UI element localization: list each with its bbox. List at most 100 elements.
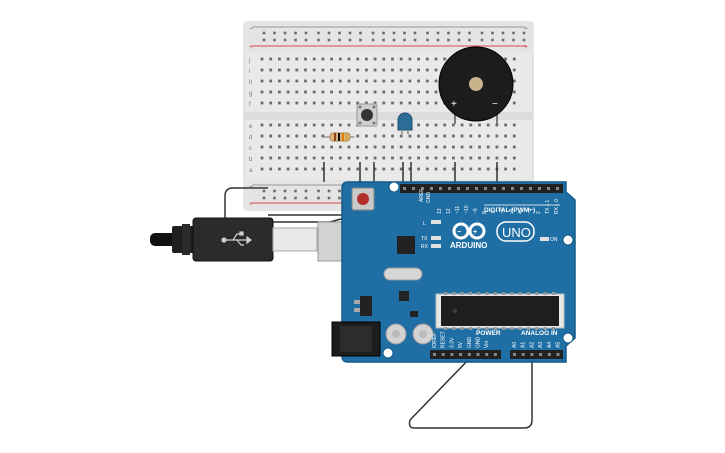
- breadboard-hole: [417, 79, 420, 83]
- breadboard-hole: [312, 134, 316, 138]
- header-pin[interactable]: [412, 187, 415, 190]
- header-pin[interactable]: [485, 353, 489, 356]
- header-pin[interactable]: [547, 187, 550, 190]
- breadboard-hole: [408, 156, 412, 160]
- breadboard-hole: [373, 134, 377, 138]
- breadboard-hole: [312, 123, 316, 127]
- breadboard-hole: [399, 79, 403, 83]
- breadboard-hole: [434, 134, 438, 138]
- power-header[interactable]: [430, 350, 501, 359]
- small-chip: [399, 291, 409, 301]
- pin-label: A4: [547, 342, 553, 348]
- breadboard-hole: [391, 167, 394, 171]
- row-letter: g: [249, 91, 252, 97]
- header-pin[interactable]: [476, 353, 480, 356]
- header-pin[interactable]: [433, 353, 436, 356]
- breadboard-hole: [434, 101, 438, 105]
- breadboard-hole: [460, 167, 464, 171]
- breadboard-hole: [382, 123, 386, 127]
- header-pin[interactable]: [459, 353, 463, 356]
- header-pin[interactable]: [421, 187, 424, 190]
- breadboard-hole: [382, 167, 386, 171]
- header-pin[interactable]: [450, 353, 454, 356]
- piezo-buzzer[interactable]: + −: [438, 46, 514, 124]
- breadboard-hole: [321, 90, 325, 94]
- header-pin[interactable]: [547, 353, 551, 356]
- rail-hole: [317, 38, 320, 42]
- header-pin[interactable]: [467, 353, 471, 356]
- header-pin[interactable]: [430, 187, 433, 190]
- header-pin[interactable]: [538, 187, 541, 190]
- header-pin[interactable]: [466, 187, 469, 190]
- breadboard-hole: [338, 101, 342, 105]
- header-pin[interactable]: [484, 187, 487, 190]
- tx-label: TX: [421, 236, 428, 242]
- breadboard-hole: [382, 134, 386, 138]
- header-pin[interactable]: [493, 187, 496, 190]
- breadboard-hole: [356, 156, 360, 160]
- breadboard-hole: [330, 167, 333, 171]
- rail-hole: [294, 189, 297, 193]
- header-pin[interactable]: [457, 187, 460, 190]
- pushbutton[interactable]: [356, 103, 378, 127]
- header-pin[interactable]: [529, 187, 532, 190]
- breadboard-hole: [304, 145, 307, 149]
- breadboard-hole: [434, 123, 438, 127]
- breadboard-hole: [504, 57, 507, 61]
- row-letter: c: [249, 146, 252, 152]
- header-pin[interactable]: [493, 353, 497, 356]
- pin-label: 7: [491, 211, 497, 214]
- breadboard-hole: [391, 123, 394, 127]
- rail-hole: [512, 38, 515, 42]
- header-pin[interactable]: [521, 353, 525, 356]
- breadboard-hole: [338, 167, 342, 171]
- header-pin[interactable]: [475, 187, 478, 190]
- header-pin[interactable]: [530, 353, 534, 356]
- header-pin[interactable]: [539, 353, 543, 356]
- pin-label: 2: [536, 211, 542, 214]
- breadboard-hole: [338, 57, 342, 61]
- usb-cable[interactable]: [150, 217, 347, 262]
- header-pin[interactable]: [513, 353, 516, 356]
- breadboard-hole: [382, 68, 386, 72]
- header-pin[interactable]: [556, 353, 560, 356]
- reset-button[interactable]: [351, 187, 375, 211]
- breadboard-hole: [417, 57, 420, 61]
- breadboard-hole: [260, 123, 264, 127]
- breadboard-hole: [452, 156, 455, 160]
- breadboard-hole: [321, 123, 325, 127]
- breadboard-hole: [278, 90, 281, 94]
- breadboard-hole: [321, 156, 325, 160]
- breadboard-hole: [434, 145, 438, 149]
- analog-header[interactable]: [510, 350, 563, 359]
- header-pin[interactable]: [556, 187, 559, 190]
- header-pin[interactable]: [448, 187, 451, 190]
- breadboard-hole: [295, 90, 299, 94]
- breadboard-hole: [399, 57, 403, 61]
- breadboard-hole: [504, 123, 507, 127]
- header-pin[interactable]: [511, 187, 514, 190]
- resistor[interactable]: [324, 132, 354, 142]
- breadboard-hole: [269, 134, 273, 138]
- pin-label: IOREF: [432, 333, 438, 348]
- breadboard-hole: [434, 90, 438, 94]
- breadboard-hole: [478, 167, 481, 171]
- wire-gnd-to-rail[interactable]: [224, 187, 268, 218]
- breadboard-hole: [295, 123, 299, 127]
- header-pin[interactable]: [502, 187, 505, 190]
- breadboard-hole: [286, 167, 290, 171]
- header-pin[interactable]: [439, 187, 442, 190]
- blue-led[interactable]: [397, 112, 413, 134]
- rail-hole: [447, 31, 450, 35]
- breadboard-hole: [417, 123, 420, 127]
- mounting-hole: [388, 181, 400, 193]
- digital-header[interactable]: [400, 184, 563, 193]
- breadboard-hole: [434, 68, 438, 72]
- header-pin[interactable]: [520, 187, 523, 190]
- breadboard-hole: [391, 134, 394, 138]
- header-pin[interactable]: [403, 187, 406, 190]
- header-pin[interactable]: [441, 353, 445, 356]
